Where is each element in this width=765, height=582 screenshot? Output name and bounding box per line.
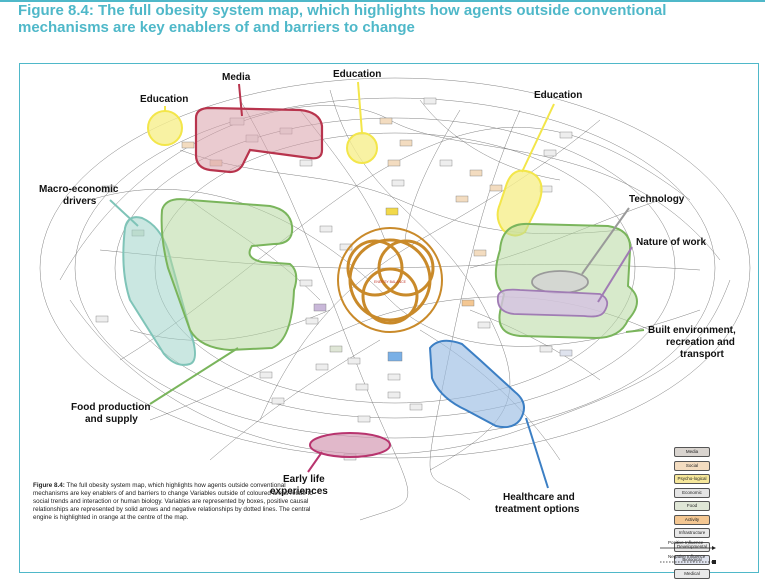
food-production-region bbox=[160, 198, 298, 352]
early-callout-line2: experiences bbox=[270, 486, 328, 497]
central-engine bbox=[337, 227, 443, 333]
negative-influence-label: Negative Influence bbox=[668, 554, 706, 559]
legend-item-biological: Biological bbox=[674, 555, 710, 565]
food-callout-line2: and supply bbox=[85, 414, 138, 425]
early-callout-line1: Early life bbox=[283, 474, 325, 485]
education-center-callout: Education bbox=[333, 69, 381, 80]
health-callout-line2: treatment options bbox=[495, 504, 580, 515]
early-life-region bbox=[309, 432, 391, 458]
legend-item-social: Social bbox=[674, 460, 710, 471]
nature-of-work-callout: Nature of work bbox=[636, 237, 706, 248]
built-callout-line1: Built environment, bbox=[648, 325, 736, 336]
legend-item-economic: Economic bbox=[674, 487, 710, 498]
legend-item-infrastructure: Infrastructure bbox=[674, 528, 710, 538]
page-title: Figure 8.4: The full obesity system map,… bbox=[18, 2, 667, 36]
technology-region bbox=[531, 270, 589, 294]
built-callout-line3: transport bbox=[680, 349, 725, 360]
media-callout: Media bbox=[222, 72, 251, 83]
healthcare-region bbox=[428, 339, 525, 429]
nature-of-work-region bbox=[496, 288, 609, 318]
legend-item-psychological: Psycho-logical bbox=[674, 474, 710, 484]
technology-callout: Technology bbox=[629, 194, 685, 205]
legend: Media Social Psycho-logical Economic Foo… bbox=[655, 447, 745, 582]
engine-label: ENERGY BALANCE bbox=[374, 280, 407, 284]
legend-item-activity: Activity bbox=[674, 514, 710, 525]
education-center-region bbox=[346, 132, 378, 164]
figure-caption: Figure 8.4: The full obesity system map,… bbox=[33, 482, 313, 522]
top-rule bbox=[0, 0, 765, 2]
caption-label: Figure 8.4: bbox=[33, 482, 65, 489]
macro-callout-line1: Macro-economic bbox=[39, 184, 119, 195]
education-left-region bbox=[147, 110, 183, 146]
legend-item-medical: Medical bbox=[674, 568, 710, 579]
food-callout-line1: Food production bbox=[71, 402, 150, 413]
caption-text: The full obesity system map, which highl… bbox=[33, 482, 313, 521]
positive-influence-label: Positive Influence bbox=[668, 540, 704, 545]
macro-callout-line2: drivers bbox=[63, 196, 97, 207]
legend-item-food: Food bbox=[674, 501, 710, 511]
legend-item-media: Media bbox=[674, 447, 710, 457]
macro-economic-region bbox=[122, 216, 196, 366]
education-left-callout: Education bbox=[140, 94, 188, 105]
education-right-callout: Education bbox=[534, 90, 582, 101]
media-region bbox=[194, 106, 324, 174]
health-callout-line1: Healthcare and bbox=[503, 492, 575, 503]
callout-lines bbox=[109, 81, 645, 489]
legend-item-developmental: Developmental bbox=[674, 541, 710, 552]
built-callout-line2: recreation and bbox=[666, 337, 735, 348]
